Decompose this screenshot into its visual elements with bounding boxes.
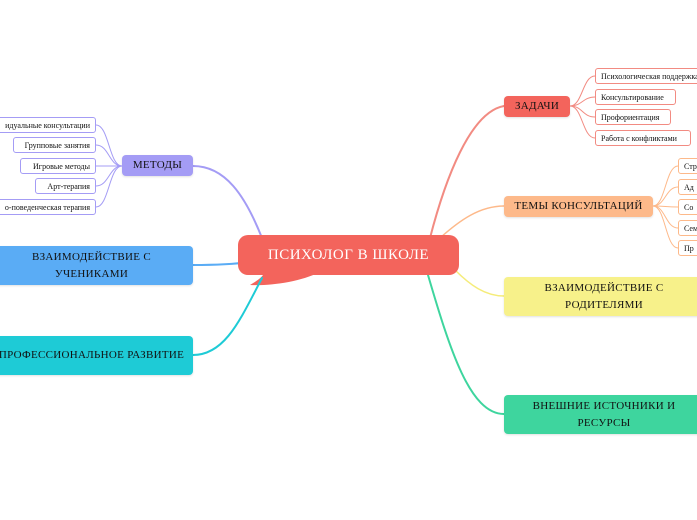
central-topic[interactable]: ПСИХОЛОГ В ШКОЛЕ (238, 235, 459, 275)
subtopic-methods-item[interactable]: о-поведенческая терапия (0, 199, 96, 215)
connector-external (427, 274, 505, 415)
subtopic-methods-item[interactable]: Игровые методы (20, 158, 96, 174)
topic-consultation-themes[interactable]: ТЕМЫ КОНСУЛЬТАЦИЙ (504, 196, 653, 217)
topic-tasks[interactable]: ЗАДАЧИ (504, 96, 570, 117)
connector-tasks-item (569, 105, 596, 139)
subtopic-consultation-item[interactable]: Пр (678, 240, 697, 256)
subtopic-consultation-item[interactable]: Стр (678, 158, 697, 174)
subtopic-tasks-item[interactable]: Консультирование (595, 89, 676, 105)
topic-professional-development[interactable]: ПРОФЕССИОНАЛЬНОЕ РАЗВИТИЕ (0, 336, 193, 375)
connector-topics-item (652, 165, 679, 207)
connector-professional (192, 277, 263, 356)
connector-topics-item (652, 205, 679, 249)
topic-external-resources-label: ВНЕШНИЕ ИСТОЧНИКИ И РЕСУРСЫ (532, 399, 676, 429)
subtopic-methods-item[interactable]: идуальные консультации (0, 117, 96, 133)
central-topic-tail (250, 272, 320, 286)
subtopic-tasks-item[interactable]: Профориентация (595, 109, 671, 125)
connector-topics-item (652, 205, 679, 229)
connector-methods-item (95, 165, 123, 187)
subtopic-methods-item[interactable]: Арт-терапия (35, 178, 96, 194)
subtopic-tasks-item[interactable]: Психологическая поддержка (595, 68, 697, 84)
connector-tasks (429, 105, 505, 239)
topic-student-interaction-label: ВЗАИМОДЕЙСТВИЕ С УЧЕНИКАМИ (31, 250, 152, 280)
topic-external-resources[interactable]: ВНЕШНИЕ ИСТОЧНИКИ И РЕСУРСЫ (504, 395, 697, 434)
connector-tasks-item (569, 75, 596, 107)
subtopic-consultation-item[interactable]: Со (678, 199, 697, 215)
topic-tasks-label: ЗАДАЧИ (514, 100, 560, 112)
topic-methods-label: МЕТОДЫ (132, 159, 183, 171)
topic-parent-interaction-label: ВЗАИМОДЕЙСТВИЕ С РОДИТЕЛЯМИ (544, 281, 664, 311)
topic-methods[interactable]: МЕТОДЫ (122, 155, 193, 176)
topic-parent-interaction[interactable]: ВЗАИМОДЕЙСТВИЕ С РОДИТЕЛЯМИ (504, 277, 697, 316)
subtopic-tasks-item[interactable]: Работа с конфликтами (595, 130, 691, 146)
connector-topics-item (652, 186, 679, 207)
connector-tasks-item (569, 96, 596, 107)
topic-consultation-themes-label: ТЕМЫ КОНСУЛЬТАЦИЙ (514, 200, 643, 212)
subtopic-methods-item[interactable]: Групповые занятия (13, 137, 96, 153)
topic-student-interaction[interactable]: ВЗАИМОДЕЙСТВИЕ С УЧЕНИКАМИ (0, 246, 193, 285)
connector-topics (439, 205, 505, 239)
central-topic-label: ПСИХОЛОГ В ШКОЛЕ (267, 246, 430, 263)
subtopic-consultation-item[interactable]: Ад (678, 179, 697, 195)
connector-methods-item (95, 165, 123, 208)
connector-methods-item (95, 124, 123, 167)
topic-professional-development-label: ПРОФЕССИОНАЛЬНОЕ РАЗВИТИЕ (0, 349, 185, 361)
connector-methods-item (95, 144, 123, 167)
subtopic-consultation-item[interactable]: Сем (678, 220, 697, 236)
connector-methods (192, 165, 263, 239)
connector-parents (454, 269, 505, 297)
